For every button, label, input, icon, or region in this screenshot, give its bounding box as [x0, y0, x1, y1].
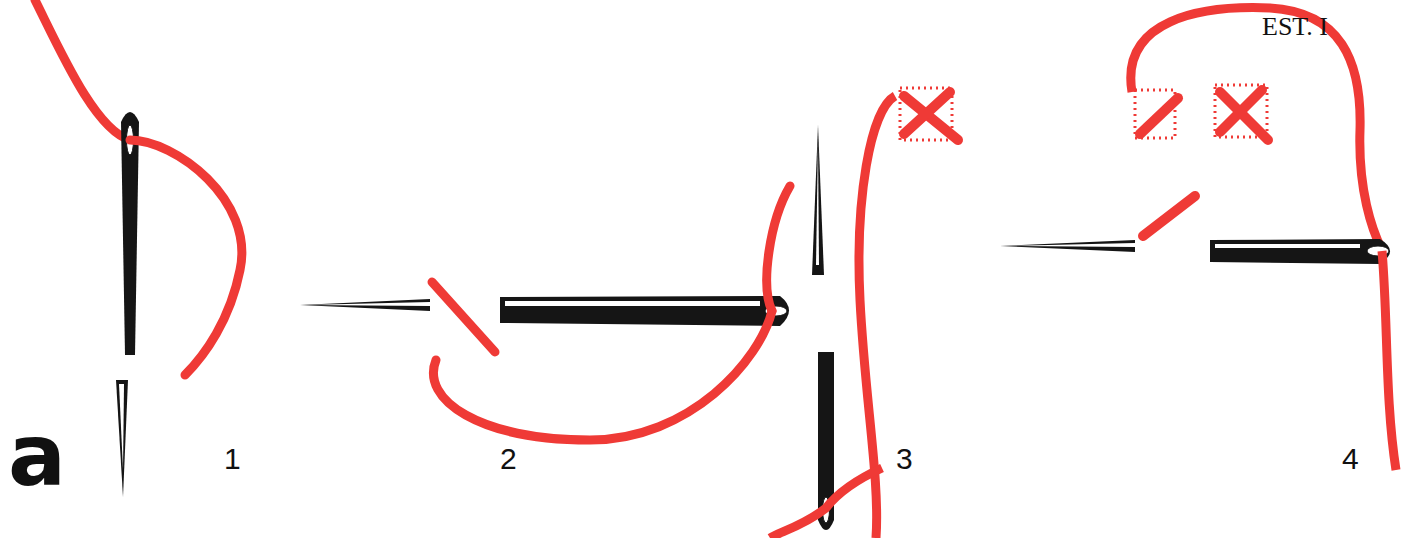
logo-mark: a [8, 412, 66, 498]
step-number: 3 [896, 444, 913, 474]
step-number: 2 [500, 444, 517, 474]
needle-step-2 [300, 186, 790, 440]
step-number: 1 [224, 444, 241, 474]
cross-stitch-step-3 [770, 88, 958, 538]
cross-stitch-step-4 [1000, 8, 1396, 470]
plate-number: EST. I [1262, 14, 1328, 40]
step-number: 4 [1342, 444, 1359, 474]
